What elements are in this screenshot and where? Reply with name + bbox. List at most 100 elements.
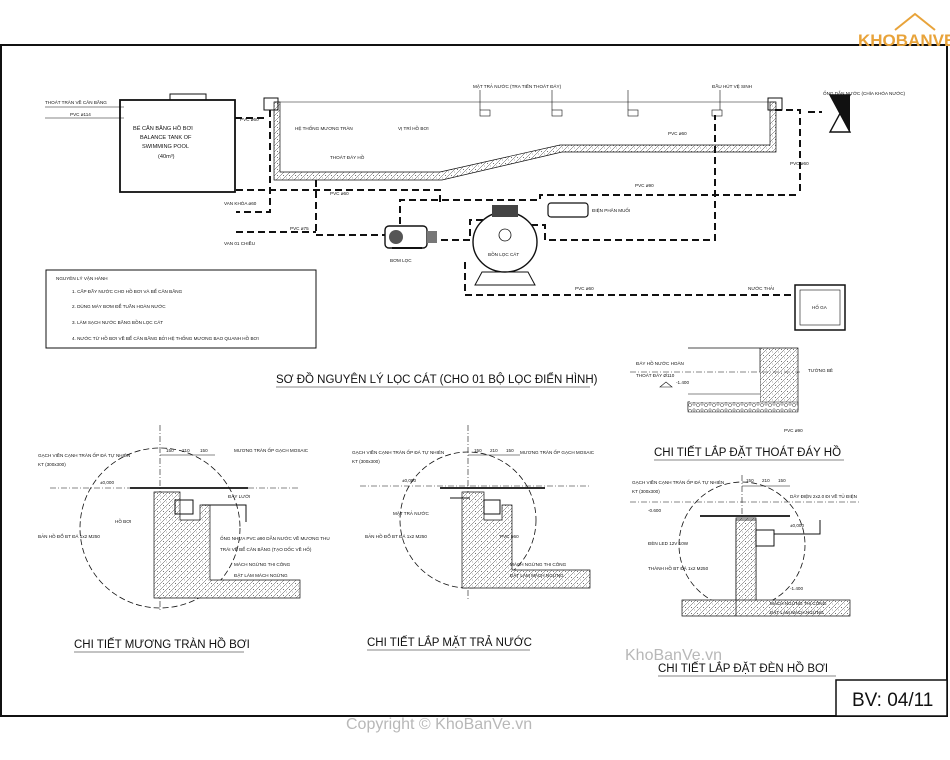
- svg-text:MÁCH NGỪNG THI CÔNG: MÁCH NGỪNG THI CÔNG: [510, 561, 567, 567]
- svg-text:THOÁT ĐÁY Ø110: THOÁT ĐÁY Ø110: [636, 372, 675, 378]
- svg-text:-0.600: -0.600: [648, 508, 661, 513]
- light-detail: GẠCH VIỀN CẠNH TRÀN ỐP ĐÁ TỰ NHIÊN KT (3…: [630, 475, 860, 677]
- svg-text:MƯƠNG TRÀN ỐP GẠCH MOSAIC: MƯƠNG TRÀN ỐP GẠCH MOSAIC: [234, 447, 309, 453]
- sump-pit: HỐ GA: [794, 284, 846, 331]
- svg-text:150: 150: [474, 448, 482, 453]
- svg-text:MÁCH NGỪNG THI CÔNG: MÁCH NGỪNG THI CÔNG: [234, 561, 291, 567]
- svg-text:(40m³): (40m³): [158, 154, 175, 160]
- svg-text:±0,000: ±0,000: [402, 478, 416, 483]
- svg-text:ĐÈN LED 12V 10W: ĐÈN LED 12V 10W: [648, 540, 689, 546]
- balance-tank: BỂ CÂN BẰNG HỒ BƠI BALANCE TANK OF SWIMM…: [119, 93, 236, 193]
- svg-text:PVC ø60: PVC ø60: [575, 286, 594, 291]
- svg-text:MẶT TRẢ NƯỚC (TRA TIẾN THOÁT Đ: MẶT TRẢ NƯỚC (TRA TIẾN THOÁT ĐÁY): [473, 83, 562, 89]
- sheet-border: [0, 44, 948, 717]
- svg-text:PVC ø90: PVC ø90: [635, 183, 654, 188]
- valve-icon: [828, 94, 852, 133]
- logo-roof-icon: [894, 12, 936, 31]
- watermark-copyright: Copyright © KhoBanVe.vn: [346, 716, 532, 733]
- sheet-number-box: BV: 04/11: [835, 679, 948, 717]
- svg-text:PVC ø75: PVC ø75: [290, 226, 309, 231]
- pool-section: HỆ THỐNG MƯƠNG TRÀN VỊ TRÍ HỒ BƠI THOÁT …: [263, 82, 783, 181]
- svg-text:ĐẦU HÚT VỆ SINH: ĐẦU HÚT VỆ SINH: [712, 82, 752, 89]
- svg-text:MẶT TRẢ NƯỚC: MẶT TRẢ NƯỚC: [393, 510, 429, 516]
- svg-text:VỊ TRÍ HỒ BƠI: VỊ TRÍ HỒ BƠI: [398, 125, 429, 131]
- svg-text:THÀNH HỒ BT ĐÁ 1x2 M250: THÀNH HỒ BT ĐÁ 1x2 M250: [648, 565, 709, 571]
- svg-text:PVC ø60: PVC ø60: [330, 191, 349, 196]
- svg-text:VAN KHÓA ø60: VAN KHÓA ø60: [224, 200, 257, 206]
- svg-text:4. NƯỚC TỪ HỒ BƠI VỀ BỂ CÂN BẰ: 4. NƯỚC TỪ HỒ BƠI VỀ BỂ CÂN BẰNG BỞI HỆ …: [72, 334, 259, 341]
- return-detail-title: CHI TIẾT LẮP MẶT TRẢ NƯỚC: [367, 636, 532, 649]
- svg-text:PVC ø60: PVC ø60: [668, 131, 687, 136]
- svg-text:SWIMMING POOL: SWIMMING POOL: [142, 144, 189, 150]
- svg-text:DÂY ĐIỆN 2x2.0 ĐI VỀ TỦ ĐIỆN: DÂY ĐIỆN 2x2.0 ĐI VỀ TỦ ĐIỆN: [790, 492, 857, 499]
- svg-text:HỒ BƠI: HỒ BƠI: [115, 518, 131, 524]
- svg-text:ĐẶT LÁM MÁCH NGỪNG: ĐẶT LÁM MÁCH NGỪNG: [234, 572, 288, 578]
- svg-text:BƠM LỌC: BƠM LỌC: [390, 258, 412, 263]
- logo-text: KHOBANVE: [858, 31, 950, 50]
- svg-text:BẢN HỒ ĐỔ BT ĐÁ 1x2 M250: BẢN HỒ ĐỔ BT ĐÁ 1x2 M250: [365, 533, 427, 539]
- svg-text:BẢN HỒ ĐỔ BT ĐÁ 1x2 M250: BẢN HỒ ĐỔ BT ĐÁ 1x2 M250: [38, 533, 100, 539]
- svg-text:HỐ GA: HỐ GA: [812, 304, 828, 310]
- svg-text:ĐÀY LƯỚI: ĐÀY LƯỚI: [228, 493, 250, 499]
- gutter-detail: GẠCH VIỀN CẠNH TRÀN ỐP ĐÁ TỰ NHIÊN KT (3…: [38, 425, 330, 653]
- svg-text:±0,000: ±0,000: [790, 523, 804, 528]
- sheet-number: BV: 04/11: [852, 690, 933, 711]
- svg-text:210: 210: [182, 448, 190, 453]
- operating-notes: NGUYÊN LÝ VẬN HÀNH 1. CẤP ĐẦY NƯỚC CHO H…: [45, 269, 317, 349]
- sand-filter-icon: BỒN LỌC CÁT: [472, 205, 538, 286]
- svg-text:150: 150: [506, 448, 514, 453]
- svg-text:210: 210: [490, 448, 498, 453]
- svg-text:150: 150: [200, 448, 208, 453]
- label-pvc-inlet: PVC ø114: [70, 112, 91, 117]
- svg-text:PVC ø60: PVC ø60: [790, 161, 809, 166]
- svg-text:NƯỚC THẢI: NƯỚC THẢI: [748, 285, 774, 291]
- schematic: THOÁT TRÀN VỀ CÂN BẰNG PVC ø114 BỂ CÂN B…: [45, 82, 906, 388]
- svg-text:KT (300x300): KT (300x300): [352, 459, 380, 464]
- svg-text:HỆ THỐNG MƯƠNG TRÀN: HỆ THỐNG MƯƠNG TRÀN: [295, 124, 353, 131]
- svg-text:BỒN LỌC CÁT: BỒN LỌC CÁT: [488, 251, 519, 257]
- pump-icon: BƠM LỌC: [384, 225, 437, 263]
- svg-text:150: 150: [778, 478, 786, 483]
- svg-text:MÁCH NGỪNG THI CÔNG: MÁCH NGỪNG THI CÔNG: [770, 600, 827, 606]
- svg-text:ỐNG NHỰA PVC ø90 DẪN NƯỚC VỀ M: ỐNG NHỰA PVC ø90 DẪN NƯỚC VỀ MƯƠNG THU: [220, 535, 330, 541]
- svg-text:ỐNG DẪN NƯỚC (CHÌA KHÓA NƯỚC): ỐNG DẪN NƯỚC (CHÌA KHÓA NƯỚC): [823, 90, 906, 96]
- drain-detail: ĐÁY HỒ NƯỚC HOÀN THOÁT ĐÁY Ø110 -1.400 T…: [630, 347, 844, 461]
- svg-text:KT (300x300): KT (300x300): [38, 462, 66, 467]
- svg-text:PVC ø60: PVC ø60: [240, 117, 259, 122]
- svg-text:TRÁI VỀ BỂ CÂN BẰNG (TẠO DỐC V: TRÁI VỀ BỂ CÂN BẰNG (TẠO DỐC VỀ HỐ): [220, 545, 312, 552]
- svg-text:210: 210: [762, 478, 770, 483]
- svg-text:2. DÙNG MÁY BƠM ĐỂ TUẦN HOÀN N: 2. DÙNG MÁY BƠM ĐỂ TUẦN HOÀN NƯỚC: [72, 303, 166, 309]
- svg-text:VAN 01 CHIỀU: VAN 01 CHIỀU: [224, 240, 255, 246]
- schematic-title: SƠ ĐỒ NGUYÊN LÝ LỌC CÁT (CHO 01 BỘ LỌC Đ…: [276, 373, 598, 386]
- svg-text:NGUYÊN LÝ VẬN HÀNH: NGUYÊN LÝ VẬN HÀNH: [56, 274, 108, 281]
- label-overflow-inlet: THOÁT TRÀN VỀ CÂN BẰNG: [45, 98, 107, 105]
- svg-text:TƯỜNG BÊ: TƯỜNG BÊ: [808, 366, 833, 373]
- watermark-center: KhoBanVe.vn: [625, 647, 722, 664]
- gutter-detail-title: CHI TIẾT MƯƠNG TRÀN HỒ BƠI: [74, 638, 250, 651]
- svg-text:-1.400: -1.400: [676, 380, 689, 385]
- svg-text:MƯƠNG TRÀN ỐP GẠCH MOSAIC: MƯƠNG TRÀN ỐP GẠCH MOSAIC: [520, 449, 595, 455]
- logo: KHOBANVE: [858, 12, 950, 50]
- svg-text:PVC ø60: PVC ø60: [500, 534, 519, 539]
- svg-text:GẠCH VIỀN CẠNH TRÀN ỐP ĐÁ TỰ N: GẠCH VIỀN CẠNH TRÀN ỐP ĐÁ TỰ NHIÊN: [632, 478, 724, 485]
- svg-text:BỂ CÂN BẰNG HỒ BƠI: BỂ CÂN BẰNG HỒ BƠI: [133, 124, 193, 132]
- svg-text:ĐÁY HỒ NƯỚC HOÀN: ĐÁY HỒ NƯỚC HOÀN: [636, 360, 684, 366]
- svg-text:ĐIỆN PHÂN MUỐI: ĐIỆN PHÂN MUỐI: [592, 206, 630, 213]
- svg-text:1. CẤP ĐẦY NƯỚC CHO HỒ BƠI VÀ: 1. CẤP ĐẦY NƯỚC CHO HỒ BƠI VÀ BỂ CÂN BẰN…: [72, 287, 183, 294]
- svg-text:GẠCH VIỀN CẠNH TRÀN ỐP ĐÁ TỰ N: GẠCH VIỀN CẠNH TRÀN ỐP ĐÁ TỰ NHIÊN: [352, 448, 444, 455]
- return-inlet-detail: GẠCH VIỀN CẠNH TRÀN ỐP ĐÁ TỰ NHIÊN KT (3…: [352, 425, 595, 651]
- svg-text:150: 150: [166, 448, 174, 453]
- svg-text:THOÁT ĐÁY HỒ: THOÁT ĐÁY HỒ: [330, 154, 365, 160]
- svg-text:3. LÀM SẠCH NƯỚC BẰNG BỒN LỌC: 3. LÀM SẠCH NƯỚC BẰNG BỒN LỌC CÁT: [72, 318, 163, 325]
- drain-detail-title: CHI TIẾT LẮP ĐẶT THOÁT ĐÁY HỒ: [654, 446, 841, 459]
- svg-text:ĐẶT LÁM MÁCH NGỪNG: ĐẶT LÁM MÁCH NGỪNG: [510, 572, 564, 578]
- svg-text:BALANCE TANK OF: BALANCE TANK OF: [140, 135, 192, 141]
- svg-text:KT (300x300): KT (300x300): [632, 489, 660, 494]
- svg-text:GẠCH VIỀN CẠNH TRÀN ỐP ĐÁ TỰ N: GẠCH VIỀN CẠNH TRÀN ỐP ĐÁ TỰ NHIÊN: [38, 451, 130, 458]
- svg-text:-1.400: -1.400: [790, 586, 803, 591]
- light-detail-title: CHI TIẾT LẮP ĐẶT ĐÈN HỒ BƠI: [658, 662, 828, 675]
- svg-text:±0,000: ±0,000: [100, 480, 114, 485]
- svg-text:150: 150: [746, 478, 754, 483]
- salt-chlorinator-icon: ĐIỆN PHÂN MUỐI: [547, 202, 630, 218]
